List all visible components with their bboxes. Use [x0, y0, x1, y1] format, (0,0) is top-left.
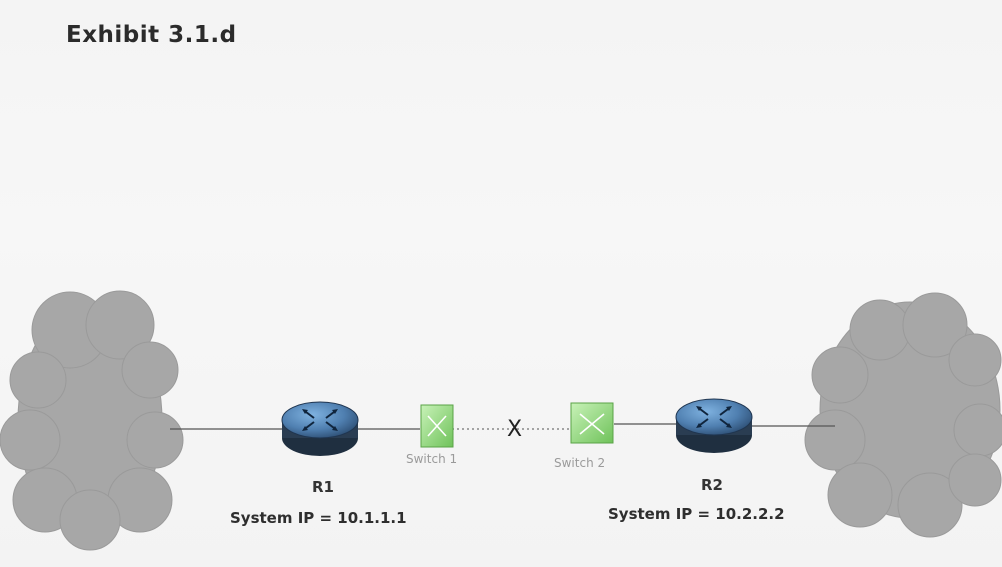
switch-1-icon: [420, 404, 454, 448]
switch-1-label: Switch 1: [406, 452, 458, 466]
switch-2-icon: [570, 402, 614, 444]
router-r2-icon: [675, 398, 753, 453]
router-r2-name: R2: [701, 476, 723, 494]
exhibit-title: Exhibit 3.1.d: [66, 22, 237, 48]
right-cloud-icon: [804, 292, 1002, 538]
router-r1-name: R1: [312, 478, 334, 496]
link-failure-mark: X: [507, 417, 522, 442]
router-r1-system-ip: System IP = 10.1.1.1: [230, 509, 407, 527]
router-r1-icon: [281, 401, 359, 456]
router-r2-system-ip: System IP = 10.2.2.2: [608, 505, 785, 523]
switch-2-label: Switch 2: [554, 456, 606, 470]
left-cloud-icon: [0, 290, 184, 551]
